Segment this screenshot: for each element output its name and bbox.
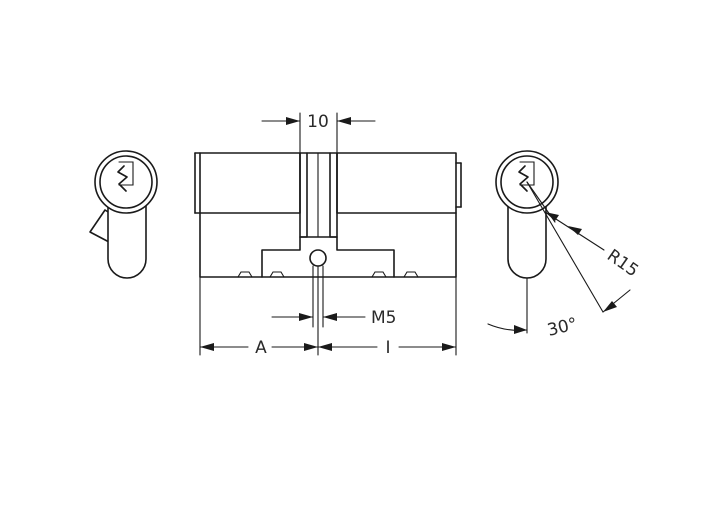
dimension-lengths: [199, 265, 457, 356]
cylinder-body: [194, 152, 462, 278]
left-length-label: A: [255, 338, 267, 358]
right-length-label: I: [385, 338, 390, 358]
top-width-label: 10: [307, 112, 329, 132]
dimension-top-width: [261, 112, 376, 154]
radius-label: R15: [603, 246, 642, 282]
left-end-view: [89, 150, 158, 279]
dimension-screw: [271, 265, 366, 328]
screw-label: M5: [371, 308, 396, 328]
angle-label: 30°: [545, 314, 579, 341]
dimension-radius-angle: [487, 181, 631, 334]
